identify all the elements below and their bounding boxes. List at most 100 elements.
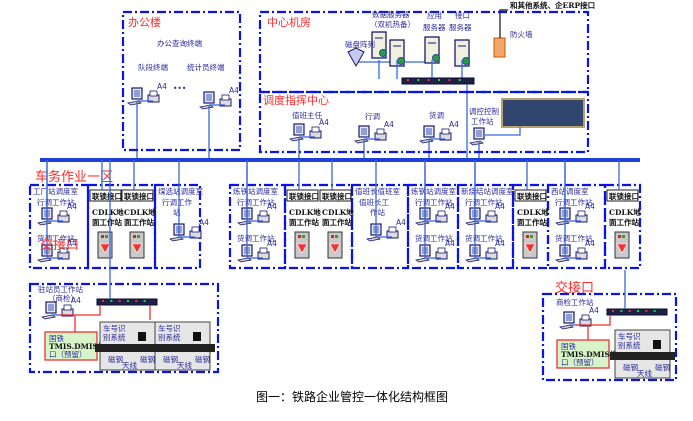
interlock-label: 联锁接口	[322, 191, 352, 201]
freight-dispatch-label: 货调	[429, 110, 444, 120]
switch-led	[438, 79, 440, 81]
printer-icon: A4	[57, 202, 77, 223]
red-link	[575, 315, 611, 326]
resident-ws-label: 驻站员工作站	[38, 284, 83, 294]
printer-paper	[376, 128, 385, 135]
keyboard	[198, 104, 215, 110]
office-building-box	[121, 10, 242, 152]
printer-label: A4	[267, 202, 277, 211]
computer-icon	[126, 87, 143, 106]
iface-server-label-2: 服务器	[449, 22, 472, 32]
figure-caption: 图一：铁路企业管控一体化结构框图	[256, 389, 448, 404]
computer-icon	[288, 123, 305, 142]
printer-label: A4	[384, 120, 394, 129]
computer-icon	[554, 244, 571, 263]
interlock-interface-box	[606, 189, 639, 202]
external-link	[499, 9, 508, 38]
track-icon	[95, 344, 160, 352]
switch-led	[448, 79, 451, 81]
printer-label: A4	[71, 296, 81, 305]
switch-led	[620, 310, 623, 312]
cdlk-label-1: CDLK地	[92, 207, 124, 217]
keyboard	[554, 220, 571, 226]
app-server-label-2: 服务器	[423, 22, 446, 32]
led	[530, 235, 533, 238]
office-terminal-b: 统计员终端	[187, 62, 225, 72]
printer-label: A4	[589, 306, 599, 315]
computer-icon	[558, 311, 575, 330]
printer-label: A4	[445, 202, 455, 211]
printer-icon: A4	[575, 202, 595, 223]
printer-label: A4	[495, 202, 505, 211]
zone1-title: 车务作业一区	[35, 169, 113, 185]
logo	[616, 243, 628, 254]
computer-icon	[168, 223, 185, 242]
globe	[397, 57, 405, 65]
recog-label-2: 别系统	[158, 332, 181, 342]
led	[133, 235, 136, 238]
computer-icon	[464, 207, 481, 226]
printer-paper	[259, 210, 268, 217]
computer-icon	[464, 244, 481, 263]
track-icon	[610, 352, 675, 360]
switch-led	[458, 79, 461, 81]
interlock-interface-box	[89, 189, 122, 202]
switch-led	[653, 310, 656, 312]
keyboard	[126, 100, 143, 106]
antenna-label: 天线	[637, 368, 652, 378]
switch-led	[612, 310, 614, 312]
db-server-label: 数据服务器	[372, 9, 410, 19]
printer-paper	[577, 210, 586, 217]
office-query-label: 办公查询终端	[157, 38, 202, 48]
office-terminal-a: 队段终端	[138, 62, 168, 72]
disk-array-label: 磁盘阵列	[345, 39, 375, 49]
computer-icon	[236, 207, 253, 226]
cdlk-cabinet-icon	[614, 231, 630, 259]
screen	[426, 128, 432, 135]
reader-icon	[653, 340, 661, 349]
interlock-label: 联锁接口	[92, 191, 122, 201]
led	[526, 235, 529, 238]
app-server-label-1: 应用	[427, 10, 442, 20]
computer-icon	[198, 91, 215, 110]
computer-icon	[554, 207, 571, 226]
printer-icon: A4	[57, 239, 77, 260]
interlock-label: 联锁接口	[289, 191, 319, 201]
printer-label: A4	[199, 218, 209, 227]
printer-icon: A4	[374, 120, 394, 141]
interlock-interface-box	[286, 189, 319, 202]
magnet-label-a: 磁钢	[108, 354, 123, 364]
led	[302, 235, 305, 238]
station-line-2: 货调工作站	[555, 233, 593, 243]
cdlk-label-1: CDLK地	[124, 207, 156, 217]
printer-paper	[437, 210, 446, 217]
screen	[48, 304, 54, 311]
keyboard	[168, 236, 185, 242]
station-title: 煤选站调度室	[158, 186, 203, 196]
printer-paper	[441, 128, 450, 135]
cdlk-cabinet-icon	[294, 231, 310, 259]
cdlk-label-2: 面工作站	[289, 217, 319, 227]
printer-label: A4	[319, 118, 329, 127]
led	[622, 235, 625, 238]
track-icon	[150, 344, 215, 352]
antenna-label: 天线	[122, 360, 137, 370]
station-line-2: 作站	[370, 207, 385, 217]
cdlk-cabinet-icon	[129, 231, 145, 259]
recog-label-2: 别系统	[103, 332, 126, 342]
switch-led	[407, 79, 409, 81]
keyboard	[36, 257, 53, 263]
station-line-1: 值班长工	[359, 197, 389, 207]
computer-icon	[414, 244, 431, 263]
logo	[329, 243, 341, 254]
logo	[524, 243, 536, 254]
recog-label-1: 车号识	[618, 331, 641, 341]
printer-label: A4	[157, 82, 167, 91]
datacenter-title: 中心机房	[267, 15, 311, 29]
printer-icon: A4	[485, 202, 505, 223]
red-link	[60, 305, 101, 316]
switch-led	[118, 300, 121, 302]
screen	[134, 90, 140, 97]
logo	[131, 243, 143, 254]
station-line-1: 行调工作	[162, 197, 192, 207]
